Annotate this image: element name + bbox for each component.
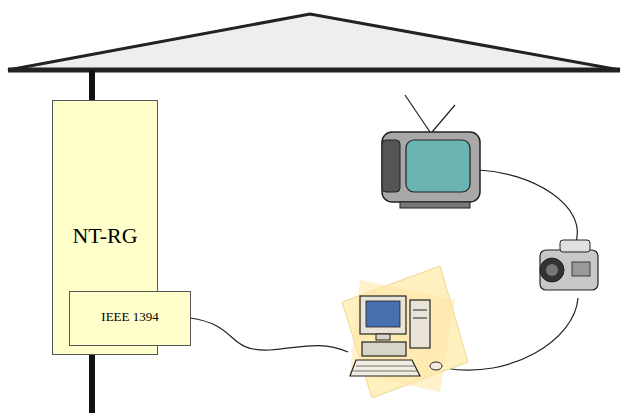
camcorder-lens-glass bbox=[546, 264, 558, 276]
tv-base bbox=[400, 202, 470, 208]
monitor-stand bbox=[376, 334, 390, 340]
computer-base bbox=[362, 342, 406, 356]
keyboard bbox=[350, 360, 420, 376]
house-roof bbox=[8, 14, 620, 70]
camcorder-handle bbox=[560, 240, 590, 252]
computer-monitor bbox=[360, 296, 406, 334]
camcorder-panel bbox=[572, 262, 590, 276]
camcorder-body bbox=[540, 250, 598, 290]
tv-antenna bbox=[432, 105, 455, 132]
computer-backdrop bbox=[342, 266, 468, 398]
box-label: NT-RG bbox=[53, 223, 157, 249]
mouse bbox=[430, 362, 442, 370]
drive-slot bbox=[413, 318, 427, 319]
cable bbox=[190, 318, 348, 352]
drive-slot bbox=[413, 310, 427, 311]
tv-antenna bbox=[405, 95, 430, 132]
computer-screen bbox=[366, 301, 400, 327]
roof-eave bbox=[8, 68, 620, 73]
keyboard-keys bbox=[353, 371, 417, 372]
tv-side bbox=[382, 140, 400, 192]
camcorder-lens bbox=[540, 258, 564, 282]
labelled-box: NT-RGIEEE 1394 bbox=[52, 100, 158, 355]
tv-screen bbox=[406, 140, 470, 192]
box-label: IEEE 1394 bbox=[70, 309, 190, 325]
computer-backdrop bbox=[350, 280, 455, 392]
labelled-box: IEEE 1394 bbox=[69, 291, 191, 346]
computer-tower bbox=[410, 300, 430, 348]
keyboard-keys bbox=[356, 366, 414, 367]
tv-body bbox=[382, 132, 480, 202]
cable bbox=[478, 170, 577, 245]
